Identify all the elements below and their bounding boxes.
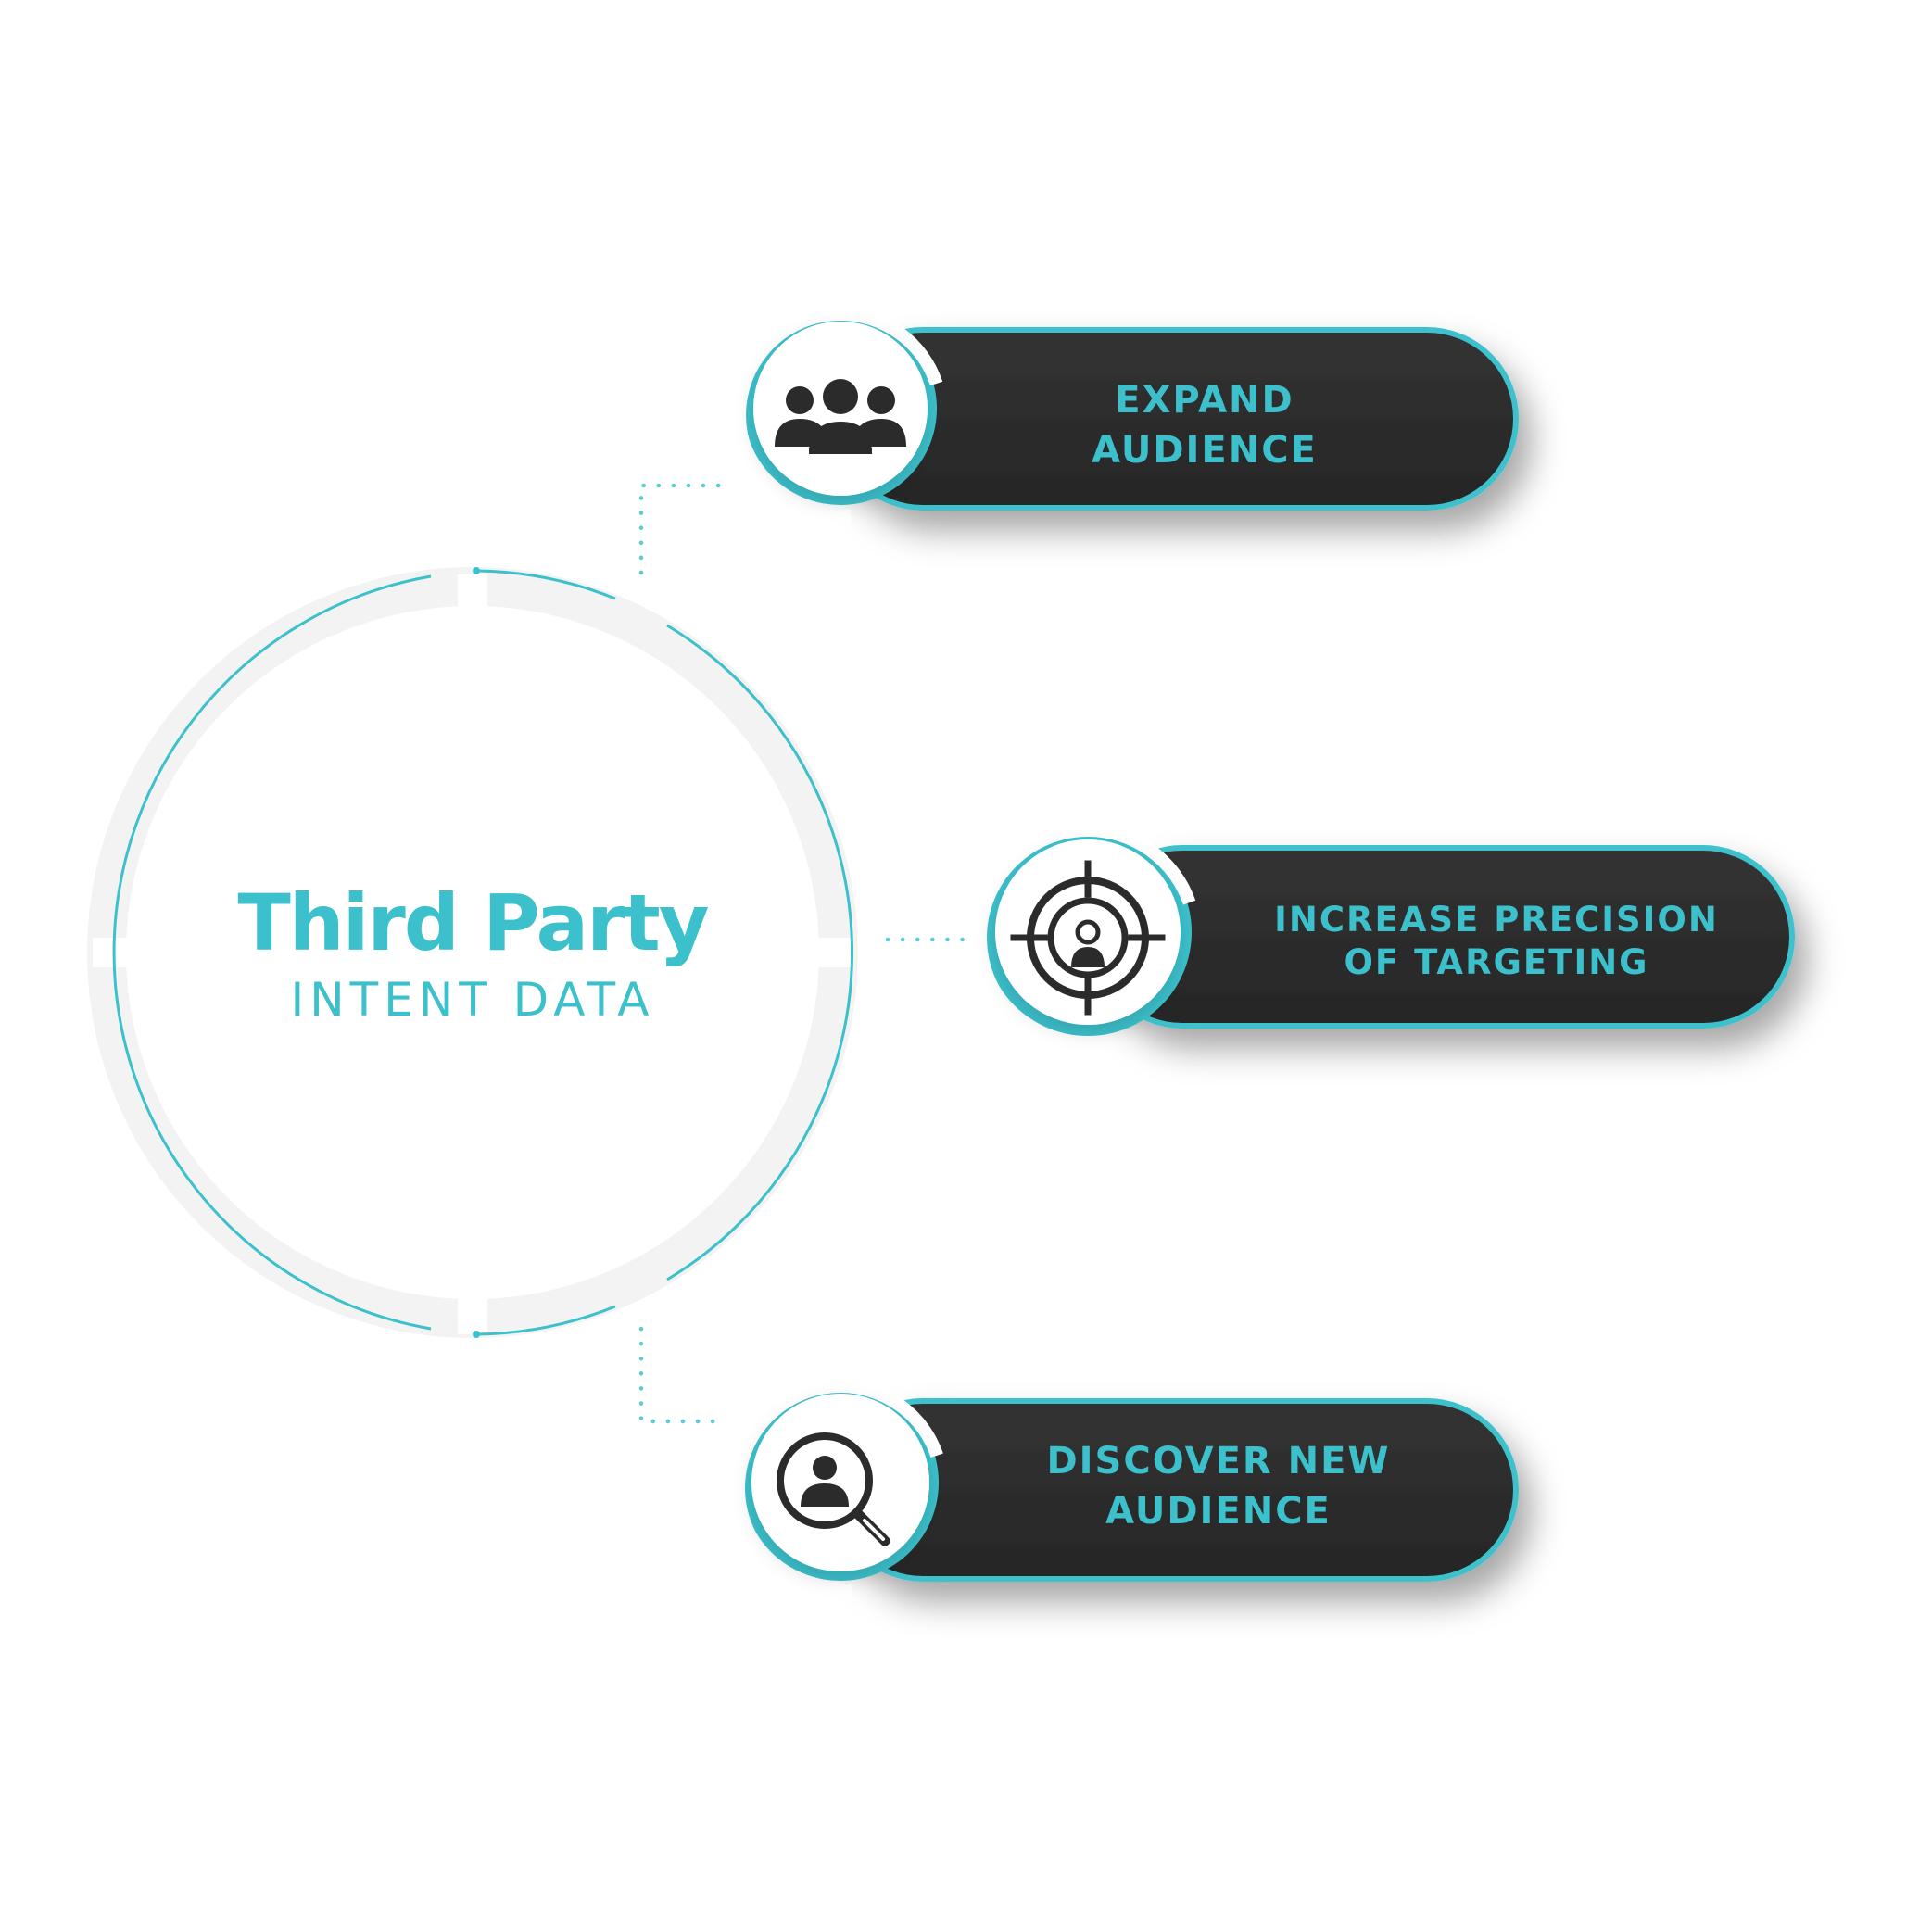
- connectors: [638, 483, 966, 1424]
- pill-increase-precision: [974, 824, 1795, 1052]
- pill-label-line: INCREASE PRECISION: [1274, 900, 1719, 940]
- pill-discover-new-audience: [732, 1380, 1519, 1597]
- central-ring: [87, 567, 858, 1338]
- pill-label-expand-audience: EXPAND AUDIENCE: [1010, 375, 1399, 475]
- center-label: Third Party INTENT DATA: [139, 877, 806, 1028]
- center-subtitle: INTENT DATA: [290, 973, 655, 1028]
- search-person-icon: [777, 1432, 890, 1546]
- target-person-icon: [1010, 860, 1166, 1016]
- pill-label-line: AUDIENCE: [1092, 429, 1318, 472]
- pill-label-discover-new-audience: DISCOVER NEW AUDIENCE: [1010, 1436, 1427, 1536]
- pill-label-line: EXPAND: [1115, 379, 1294, 422]
- group-icon: [775, 379, 906, 454]
- pill-label-line: OF TARGETING: [1344, 942, 1649, 982]
- pill-expand-audience: [733, 308, 1519, 523]
- pill-label-line: DISCOVER NEW: [1046, 1440, 1391, 1483]
- pill-label-line: AUDIENCE: [1105, 1490, 1332, 1533]
- connector-bottom: [638, 1326, 726, 1424]
- pill-label-increase-precision: INCREASE PRECISION OF TARGETING: [1265, 899, 1728, 984]
- connector-top: [638, 483, 730, 575]
- center-title: Third Party: [237, 877, 709, 968]
